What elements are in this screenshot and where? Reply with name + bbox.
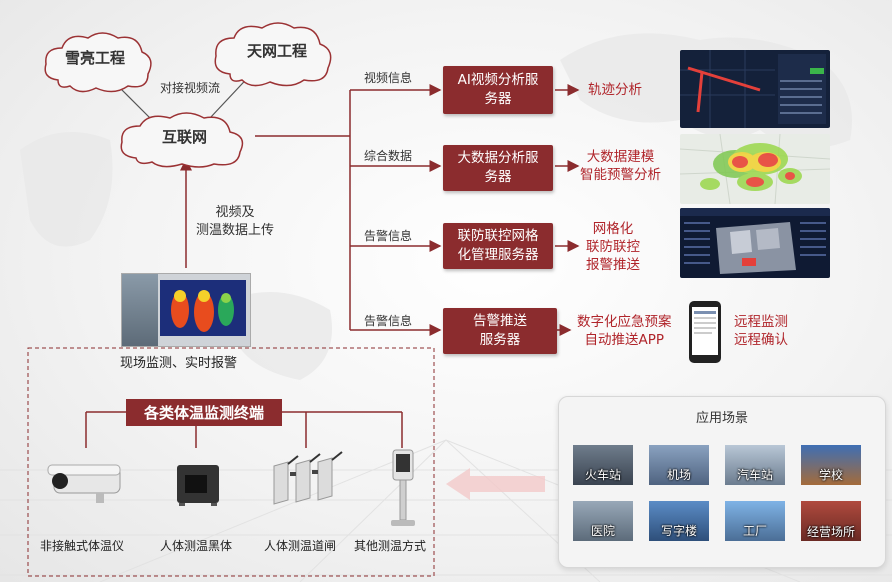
server-alarm-push: 告警推送 服务器 [443,308,557,354]
scene-factory: 工厂 [725,501,785,541]
scene-hospital: 医院 [573,501,633,541]
scene-school: 学校 [801,445,861,485]
cloud-xueliang-label: 雪亮工程 [65,49,126,67]
cloud-tianwang-label: 天网工程 [247,42,308,60]
server-grid-management: 联防联控网格 化管理服务器 [443,223,553,269]
server-ai-video: AI视频分析服 务器 [443,66,553,114]
device-label-blackbody: 人体测温黑体 [160,539,233,553]
label-upload: 视频及 测温数据上传 [196,205,275,238]
scene-office-building: 写字楼 [649,501,709,541]
turnstile-icon [273,451,343,505]
result-trajectory: 轨迹分析 [588,82,642,98]
grid-management-screenshot [680,208,830,278]
cloud-internet [120,112,244,168]
application-scenes-panel: 应用场景 火车站 机场 汽车站 学校 医院 写字楼 工厂 经营场所 [558,396,886,568]
device-label-other: 其他测温方式 [354,539,427,553]
result-big-data: 大数据建模 智能预警分析 [580,149,661,183]
device-label-noncontact: 非接触式体温仪 [40,539,125,553]
scene-business-venue: 经营场所 [801,501,861,541]
label-alarm-info-1: 告警信息 [364,229,413,243]
cloud-internet-label: 互联网 [162,128,208,146]
blackbody-icon [177,465,219,506]
scene-airport: 机场 [649,445,709,485]
label-video-info: 视频信息 [364,71,413,85]
server-big-data: 大数据分析服 务器 [443,145,553,191]
scenes-title: 应用场景 [695,411,748,426]
label-onsite: 现场监测、实时报警 [120,356,238,371]
heatmap-screenshot [680,134,830,204]
thermal-camera-icon [47,464,121,503]
scene-bus-station: 汽车站 [725,445,785,485]
label-connect-video: 对接视频流 [160,81,221,95]
result-remote: 远程监测 远程确认 [734,314,788,348]
device-label-turnstile: 人体测温道闸 [264,539,337,553]
kiosk-icon [391,449,415,526]
scene-train-station: 火车站 [573,445,633,485]
result-alarm-push: 数字化应急预案 自动推送APP [577,314,672,348]
cloud-tianwang [214,22,332,87]
label-comprehensive-data: 综合数据 [364,149,413,163]
thermal-monitor [121,273,251,347]
terminal-title: 各类体温监测终端 [126,399,282,426]
cloud-xueliang [44,32,152,93]
phone-app-icon [689,301,721,363]
result-grid: 网格化 联防联控 报警推送 [586,221,640,273]
trajectory-screenshot [680,50,830,128]
label-alarm-info-2: 告警信息 [364,314,413,328]
